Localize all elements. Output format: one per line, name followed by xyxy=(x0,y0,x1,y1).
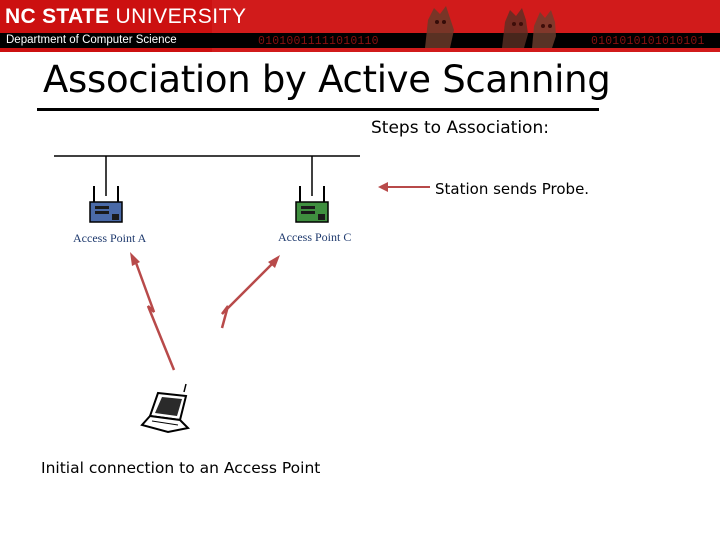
binary-decoration-left: 01010011111010110 xyxy=(258,35,379,48)
access-point-c-label: Access Point C xyxy=(278,230,352,244)
binary-decoration-right: 0101010101010101 xyxy=(591,35,705,48)
header-banner: NC STATE UNIVERSITY Department of Comput… xyxy=(0,0,720,52)
wireless-link-a-bolt xyxy=(130,252,176,371)
steps-heading: Steps to Association: xyxy=(371,118,549,138)
access-point-c-icon xyxy=(295,186,329,223)
title-underline xyxy=(37,108,599,111)
university-name-suffix: UNIVERSITY xyxy=(115,5,247,28)
wolves-image xyxy=(425,6,556,48)
step-1-text: Station sends Probe. xyxy=(435,180,590,198)
university-name-bold: NC STATE xyxy=(5,5,110,28)
laptop-station-icon xyxy=(140,383,191,434)
step-pointer-arrow xyxy=(378,182,430,192)
access-point-a-label: Access Point A xyxy=(73,231,147,245)
department-name: Department of Computer Science xyxy=(6,34,177,46)
wireless-link-c-bolt xyxy=(220,255,280,329)
slide-title: Association by Active Scanning xyxy=(43,58,611,101)
access-point-a-icon xyxy=(89,186,123,223)
university-name: NC STATE UNIVERSITY xyxy=(5,5,246,29)
diagram-caption: Initial connection to an Access Point xyxy=(41,459,321,477)
